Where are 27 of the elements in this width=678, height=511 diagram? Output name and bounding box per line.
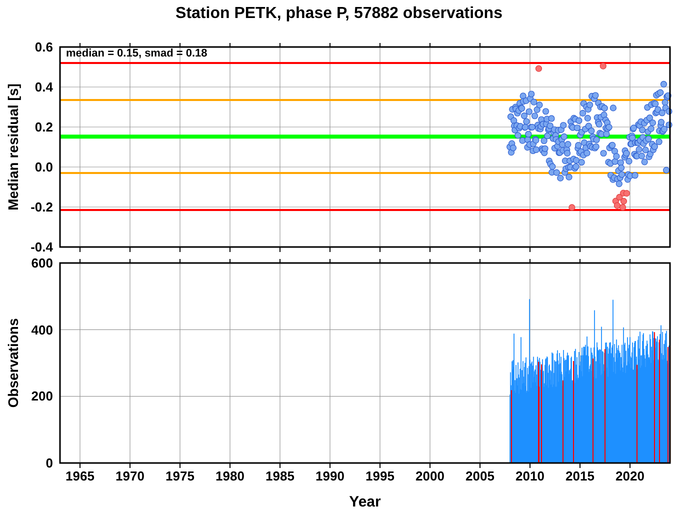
tick-label: -0.4 [30,240,53,254]
tick-label: 1970 [116,470,144,482]
tick-label: -0.2 [30,200,53,214]
tick-label: 400 [31,323,53,336]
axis-title: Observations [6,318,20,408]
tick-label: 0.4 [34,80,53,94]
tick-label: 2020 [616,470,644,482]
axis-title: Median residual [s] [6,84,20,210]
tick-label: 2010 [516,470,544,482]
tick-label: 2000 [416,470,444,482]
tick-label: 1995 [366,470,394,482]
tick-label: 0.6 [34,40,53,54]
chart-title: Station PETK, phase P, 57882 observations [176,6,502,22]
legend-text: median = 0.15, smad = 0.18 [66,48,208,60]
tick-label: 1965 [66,470,94,482]
tick-label: 2005 [466,470,494,482]
tick-label: 0.2 [34,120,53,134]
tick-label: 1990 [316,470,344,482]
tick-label: 2015 [566,470,594,482]
tick-label: 1980 [216,470,244,482]
tick-label: 1985 [266,470,294,482]
tick-label: 0 [46,456,53,470]
tick-label: 200 [31,390,53,403]
tick-label: 1975 [166,470,194,482]
tick-label: 0.0 [34,160,53,174]
axis-title: Year [349,494,381,510]
tick-label: 600 [31,256,53,270]
